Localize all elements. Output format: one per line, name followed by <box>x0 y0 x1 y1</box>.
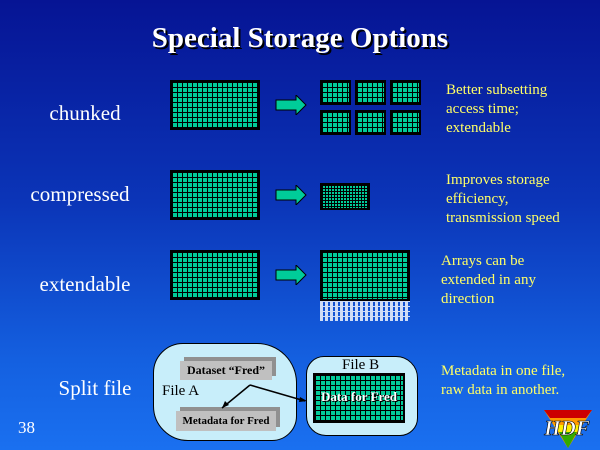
slide-number: 38 <box>18 418 35 437</box>
note-split-file: Metadata in one file,raw data in another… <box>441 363 566 398</box>
array-grid <box>170 80 260 130</box>
data-grid <box>313 373 405 423</box>
arrow-right-icon <box>275 95 307 115</box>
chunk <box>320 110 351 135</box>
label-chunked: chunked <box>49 101 121 125</box>
chunk <box>390 110 421 135</box>
hdf-logo: HDF <box>543 410 592 448</box>
chunk <box>355 110 386 135</box>
label-split-file: Split file <box>58 376 132 400</box>
chunk <box>355 80 386 105</box>
compressed-grid <box>320 183 370 210</box>
data-label: Data for Fred <box>320 389 398 404</box>
array-grid <box>170 170 260 220</box>
label-extendable: extendable <box>39 272 131 296</box>
extension-region <box>320 301 410 321</box>
arrow-right-icon <box>275 265 307 285</box>
dataset-box: Dataset “Fred” <box>180 361 272 380</box>
extended-grid <box>320 250 410 301</box>
label-compressed: compressed <box>30 182 130 206</box>
file-a-label: File A <box>162 383 200 399</box>
chunk <box>320 80 351 105</box>
array-grid <box>170 250 260 300</box>
svg-text:HDF: HDF <box>543 416 590 440</box>
arrow-right-icon <box>275 185 307 205</box>
chunk <box>390 80 421 105</box>
file-b-label: File B <box>342 357 380 373</box>
metadata-box: Metadata for Fred <box>176 411 276 431</box>
slide-title: Special Storage Options <box>151 22 449 54</box>
